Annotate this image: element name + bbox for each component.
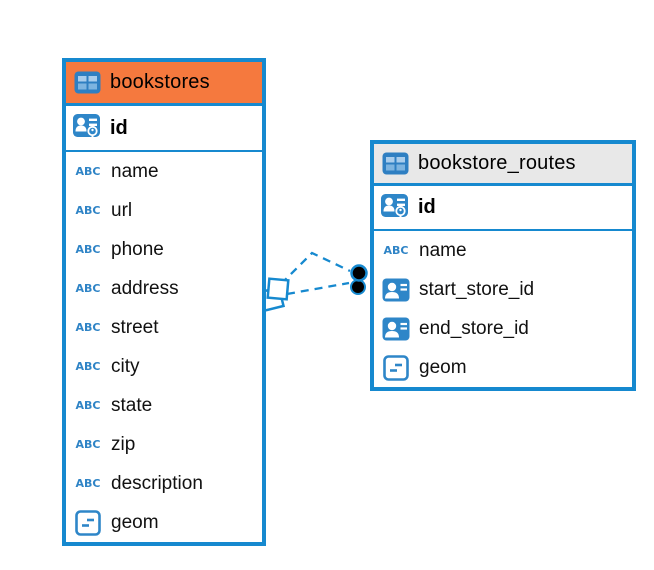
text-type-icon: ABC: [75, 282, 101, 295]
column-row[interactable]: ABC name: [374, 231, 632, 270]
text-type-icon: ABC: [75, 165, 101, 178]
table-title: bookstore_routes: [418, 152, 576, 174]
text-type-icon: ABC: [75, 360, 101, 373]
table-header[interactable]: bookstore_routes: [374, 144, 632, 186]
primary-key-icon: [380, 193, 410, 223]
column-row[interactable]: ABC city: [66, 347, 262, 386]
column-row[interactable]: ABC description: [66, 464, 262, 503]
column-row[interactable]: end_store_id: [374, 309, 632, 348]
geometry-type-icon: [73, 509, 103, 536]
column-name: end_store_id: [419, 317, 529, 339]
text-type-icon: ABC: [75, 477, 101, 490]
column-row[interactable]: ABC zip: [66, 425, 262, 464]
text-type-icon: ABC: [75, 204, 101, 217]
text-type-icon: ABC: [75, 321, 101, 334]
column-row[interactable]: ABC state: [66, 386, 262, 425]
relationship-target-marker[interactable]: [350, 264, 368, 295]
foreign-key-icon: [381, 317, 411, 341]
text-type-icon: ABC: [75, 438, 101, 451]
relationship-line[interactable]: [280, 251, 351, 285]
column-name: id: [418, 196, 436, 218]
table-header[interactable]: bookstores: [66, 62, 262, 106]
column-name: id: [110, 116, 128, 139]
column-row[interactable]: ABC address: [66, 269, 262, 308]
geometry-type-icon: [381, 354, 411, 381]
column-row[interactable]: start_store_id: [374, 270, 632, 309]
column-row[interactable]: ABC street: [66, 308, 262, 347]
text-type-icon: ABC: [383, 244, 409, 257]
column-row[interactable]: geom: [66, 503, 262, 542]
column-name: description: [111, 472, 203, 494]
entity-table-bookstore-routes[interactable]: bookstore_routes id ABC name: [370, 140, 636, 391]
column-name: start_store_id: [419, 278, 535, 300]
column-name: geom: [419, 356, 467, 378]
table-icon: [382, 152, 409, 175]
text-type-icon: ABC: [75, 399, 101, 412]
column-row-id[interactable]: id: [66, 106, 262, 152]
table-icon: [74, 71, 101, 94]
text-type-icon: ABC: [75, 243, 101, 256]
primary-key-icon: [72, 113, 102, 143]
column-name: street: [111, 316, 159, 338]
table-title: bookstores: [110, 71, 210, 93]
column-name: zip: [111, 433, 136, 455]
column-name: geom: [111, 511, 159, 533]
column-row-id[interactable]: id: [374, 186, 632, 231]
column-row[interactable]: geom: [374, 348, 632, 387]
column-name: address: [111, 277, 179, 299]
column-row[interactable]: ABC url: [66, 191, 262, 230]
column-name: name: [111, 160, 159, 182]
column-row[interactable]: ABC phone: [66, 230, 262, 269]
column-row[interactable]: ABC name: [66, 152, 262, 191]
column-name: phone: [111, 238, 164, 260]
entity-table-bookstores[interactable]: bookstores id ABC name ABC url ABC phone: [62, 58, 266, 546]
column-name: city: [111, 355, 140, 377]
column-name: state: [111, 394, 153, 416]
column-name: url: [111, 199, 133, 221]
foreign-key-icon: [381, 278, 411, 302]
column-name: name: [419, 239, 467, 261]
relationship-line[interactable]: [286, 281, 350, 296]
